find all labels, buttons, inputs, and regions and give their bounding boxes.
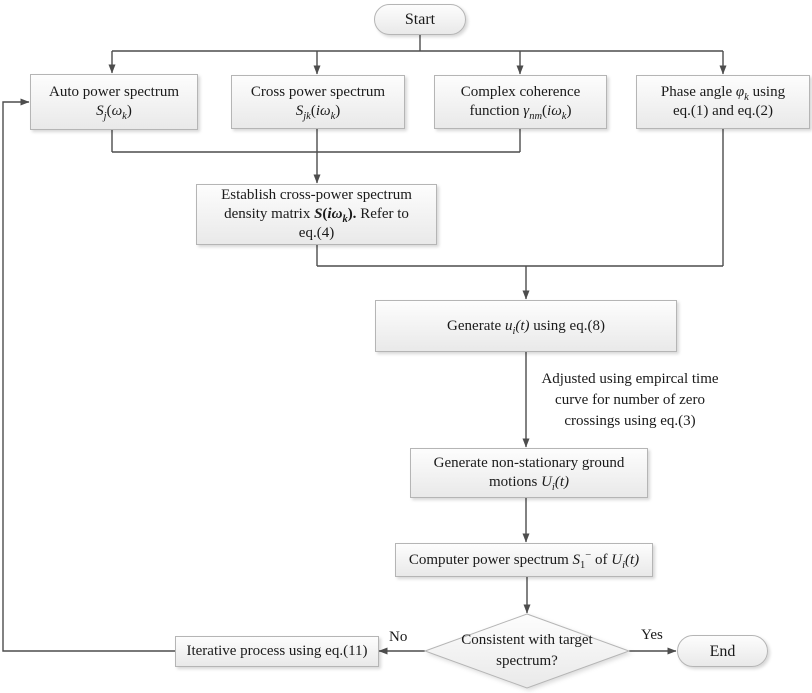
iterative-process-box: Iterative process using eq.(11) [175,636,379,667]
edge-label-no: No [389,629,408,645]
generate-ui-box: Generate ui(t) using eq.(8) [375,300,677,352]
edge-feedback-loop [2,98,175,652]
edge-label-yes: Yes [641,627,663,643]
decision-diamond-shape [423,613,631,689]
start-node: Start [374,4,466,35]
end-node: End [677,635,768,667]
compute-power-spectrum-box: Computer power spectrum S1− of Ui(t) [395,543,653,577]
